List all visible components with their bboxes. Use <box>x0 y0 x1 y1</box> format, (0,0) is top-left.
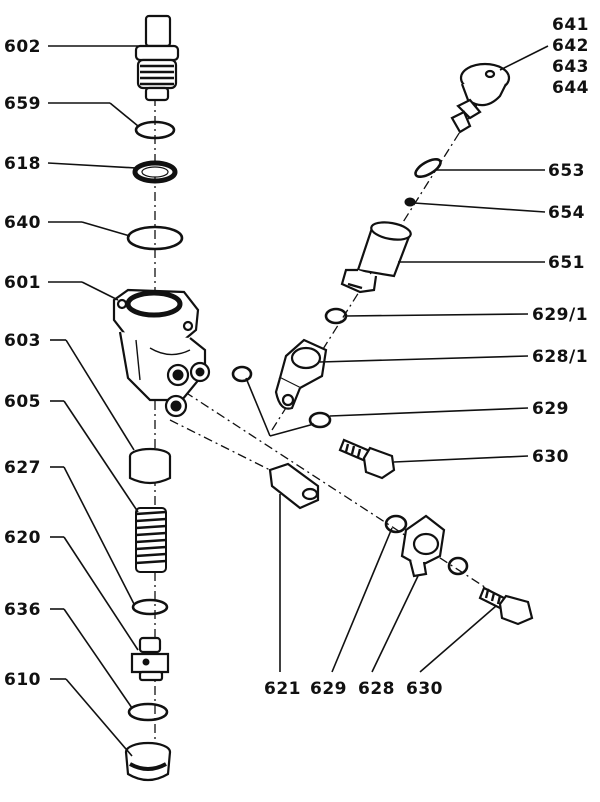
label-629-upper: 629 <box>532 399 569 419</box>
label-620: 620 <box>4 528 41 548</box>
label-610: 610 <box>4 670 41 690</box>
lower-diagonal-axis <box>184 391 521 611</box>
part-654 <box>404 197 416 207</box>
part-629-washer-b <box>308 411 332 429</box>
part-630-lower <box>478 586 534 626</box>
label-618: 618 <box>4 154 41 174</box>
part-628-1 <box>274 338 328 410</box>
part-601-body <box>112 288 211 418</box>
part-610 <box>124 741 172 782</box>
label-605: 605 <box>4 392 41 412</box>
assembly-axes <box>154 40 521 760</box>
short-axis <box>169 419 281 476</box>
part-602 <box>134 14 180 102</box>
part-618 <box>132 160 178 184</box>
label-602: 602 <box>4 37 41 57</box>
label-654: 654 <box>548 203 585 223</box>
part-629-1 <box>324 307 348 325</box>
label-642: 642 <box>552 36 589 56</box>
label-601: 601 <box>4 273 41 293</box>
label-628-lower: 628 <box>358 679 395 699</box>
part-629-washer-lower <box>384 514 408 534</box>
label-643: 643 <box>552 57 589 77</box>
label-651: 651 <box>548 253 585 273</box>
part-640 <box>126 225 184 251</box>
label-627: 627 <box>4 458 41 478</box>
label-630-upper: 630 <box>532 447 569 467</box>
label-630-lower: 630 <box>406 679 443 699</box>
part-labels: 602 659 618 640 601 603 605 627 620 636 … <box>4 15 589 699</box>
leader-lines <box>47 45 549 757</box>
label-640: 640 <box>4 213 41 233</box>
label-621: 621 <box>264 679 301 699</box>
part-630-upper <box>338 438 396 480</box>
part-629-washer-lower-b <box>447 556 469 576</box>
label-659: 659 <box>4 94 41 114</box>
part-627 <box>131 598 169 616</box>
label-653: 653 <box>548 161 585 181</box>
label-628-1: 628/1 <box>532 347 588 367</box>
part-651 <box>340 221 412 294</box>
part-620 <box>130 636 170 682</box>
part-641-644 <box>450 62 511 134</box>
part-621 <box>268 462 320 510</box>
part-605 <box>135 507 167 573</box>
part-659 <box>134 120 176 140</box>
label-603: 603 <box>4 331 41 351</box>
label-629-lower: 629 <box>310 679 347 699</box>
part-629-washer-a <box>231 365 253 383</box>
label-636: 636 <box>4 600 41 620</box>
part-603 <box>128 447 172 485</box>
label-629-1: 629/1 <box>532 305 588 325</box>
part-653 <box>414 157 442 179</box>
part-628-lower <box>400 514 446 578</box>
label-644: 644 <box>552 78 589 98</box>
part-636 <box>127 702 169 722</box>
label-641: 641 <box>552 15 589 35</box>
